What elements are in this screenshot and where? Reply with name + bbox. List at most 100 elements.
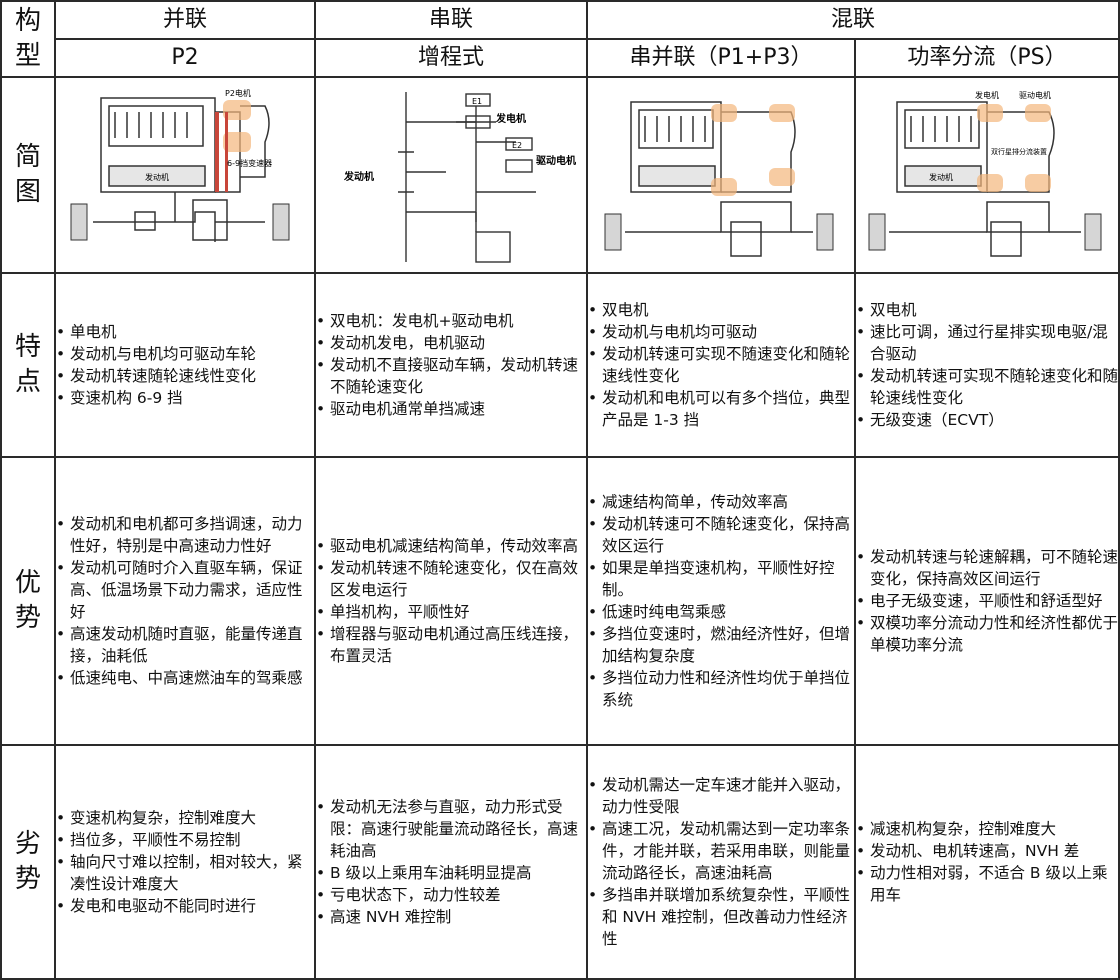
ps-gen-highlight-2 xyxy=(977,174,1003,192)
list-item: 低速时纯电驾乘感 xyxy=(588,601,854,623)
p1p3-wheel-right xyxy=(816,213,834,251)
list-item: 发动机不直接驱动车辆，发动机转速不随轮速变化 xyxy=(316,354,586,398)
list-item: 速比可调，通过行星排实现电驱/混合驱动 xyxy=(856,321,1118,365)
list-item: 增程器与驱动电机通过高压线连接，布置灵活 xyxy=(316,623,586,667)
row-label-disadvantages: 劣 势 xyxy=(0,744,56,980)
disadvantages-p1p3: 发动机需达一定车速才能并入驱动，动力性受限 高速工况，发动机需达到一定功率条件，… xyxy=(586,744,856,980)
advantages-erev: 驱动电机减速结构简单，传动效率高 发动机转速不随轮速变化，仅在高效区发电运行 单… xyxy=(314,456,588,746)
row-label-diagram-1: 简 xyxy=(14,141,41,172)
ps-unit-label: 双行星排分流装置 xyxy=(991,147,1047,156)
list-item: 高速工况，发动机需达到一定功率条件，才能并联，若采用串联，则能量流动路径长，高速… xyxy=(588,818,854,884)
ps-drivetrain-diagram: 发电机 驱动电机 双行星排分流装置 发动机 xyxy=(868,90,1102,257)
header-corner: 构 型 xyxy=(0,0,56,78)
list-item: 发动机转速不随轮速变化，仅在高效区发电运行 xyxy=(316,557,586,601)
row-label-advantages-2: 势 xyxy=(14,603,41,633)
p2-clutch-mark xyxy=(215,112,219,192)
row-label-diagram: 简 图 xyxy=(0,76,56,274)
p2-engine-label: 发动机 xyxy=(145,172,169,182)
list-item: 动力性相对弱，不适合 B 级以上乘用车 xyxy=(856,862,1118,906)
list-item: 发电和电驱动不能同时进行 xyxy=(56,895,314,917)
list-item: 多挡位动力性和经济性均优于单挡位系统 xyxy=(588,667,854,711)
erev-drive-motor-label: 驱动电机 xyxy=(536,154,576,167)
list-item: 驱动电机减速结构简单，传动效率高 xyxy=(316,535,586,557)
list-item: 高速发动机随时直驱，能量传递直接，油耗低 xyxy=(56,623,314,667)
erev-e1-gear xyxy=(465,115,491,129)
ps-wheel-left xyxy=(868,213,886,251)
list-item: 发动机无法参与直驱，动力形式受限：高速行驶能量流动路径长，高速耗油高 xyxy=(316,796,586,862)
p1p3-gen-highlight xyxy=(711,104,737,122)
row-label-disadvantages-1: 劣 xyxy=(14,828,41,859)
erev-engine-label: 发动机 xyxy=(343,170,374,183)
list-item: 变速机构复杂，控制难度大 xyxy=(56,807,314,829)
disadvantages-ps: 减速机构复杂，控制难度大 发动机、电机转速高，NVH 差 动力性相对弱，不适合 … xyxy=(853,744,1120,980)
features-erev: 双电机：发电机+驱动电机 发动机发电，电机驱动 发动机不直接驱动车辆，发动机转速… xyxy=(314,272,588,458)
row-label-disadvantages-2: 势 xyxy=(14,864,41,894)
header-series: 串联 xyxy=(314,0,588,40)
erev-generator-label: 发电机 xyxy=(495,112,526,125)
p1p3-gen-highlight-2 xyxy=(711,178,737,196)
list-item: 单电机 xyxy=(56,321,314,343)
ps-engine-label: 发动机 xyxy=(929,172,953,182)
disadvantages-erev: 发动机无法参与直驱，动力形式受限：高速行驶能量流动路径长，高速耗油高 B 级以上… xyxy=(314,744,588,980)
list-item: 变速机构 6-9 挡 xyxy=(56,387,314,409)
features-p1p3: 双电机 发动机与电机均可驱动 发动机转速可实现不随速变化和随轮速线性变化 发动机… xyxy=(586,272,856,458)
p2-clutch-mark-2 xyxy=(225,112,228,192)
list-item: 多挡串并联增加系统复杂性，平顺性和 NVH 难控制，但改善动力性经济性 xyxy=(588,884,854,950)
list-item: 电子无级变速，平顺性和舒适型好 xyxy=(856,590,1118,612)
row-label-advantages: 优 势 xyxy=(0,456,56,746)
erev-e1-box xyxy=(465,93,491,107)
erev-e1-text: E1 xyxy=(472,97,482,106)
advantages-ps: 发动机转速与轮速解耦，可不随轮速变化，保持高效区间运行 电子无级变速，平顺性和舒… xyxy=(853,456,1120,746)
p1p3-drive-highlight xyxy=(769,104,795,122)
erev-drivetrain-diagram: E1 发电机 E2 驱动电机 发动机 xyxy=(343,92,576,263)
p2-motor-label: P2电机 xyxy=(225,88,251,98)
header-p1p3: 串并联（P1+P3） xyxy=(586,38,856,78)
list-item: B 级以上乘用车油耗明显提高 xyxy=(316,862,586,884)
list-item: 发动机转速随轮速线性变化 xyxy=(56,365,314,387)
diagram-cell-p1p3 xyxy=(586,76,856,274)
list-item: 挡位多，平顺性不易控制 xyxy=(56,829,314,851)
list-item: 发动机、电机转速高，NVH 差 xyxy=(856,840,1118,862)
header-hybrid: 混联 xyxy=(585,0,1120,40)
list-item: 发动机发电，电机驱动 xyxy=(316,332,586,354)
p1p3-drivetrain-diagram xyxy=(604,101,834,257)
list-item: 亏电状态下，动力性较差 xyxy=(316,884,586,906)
ps-gen-label: 发电机 xyxy=(975,90,999,100)
list-item: 减速结构简单，传动效率高 xyxy=(588,491,854,513)
list-item: 轴向尺寸难以控制，相对较大，紧凑性设计难度大 xyxy=(56,851,314,895)
row-label-advantages-1: 优 xyxy=(14,567,41,598)
p1p3-drive-highlight-2 xyxy=(769,168,795,186)
ps-wheel-right xyxy=(1084,213,1102,251)
list-item: 减速机构复杂，控制难度大 xyxy=(856,818,1118,840)
advantages-p1p3: 减速结构简单，传动效率高 发动机转速可不随轮速变化，保持高效区运行 如果是单挡变… xyxy=(586,456,856,746)
disadvantages-p2: 变速机构复杂，控制难度大 挡位多，平顺性不易控制 轴向尺寸难以控制，相对较大，紧… xyxy=(54,744,316,980)
list-item: 高速 NVH 难控制 xyxy=(316,906,586,928)
list-item: 低速纯电、中高速燃油车的驾乘感 xyxy=(56,667,314,689)
list-item: 发动机转速可不随轮速变化，保持高效区运行 xyxy=(588,513,854,557)
erev-e2-box xyxy=(505,137,533,151)
row-label-diagram-2: 图 xyxy=(14,177,41,207)
diagram-cell-ps: 发电机 驱动电机 双行星排分流装置 发动机 xyxy=(853,76,1120,274)
list-item: 双电机 xyxy=(588,299,854,321)
diagram-cell-p2: P2电机 6-9挡变速器 发动机 xyxy=(54,76,316,274)
p2-wheel-right xyxy=(272,203,290,241)
p2-motor-highlight xyxy=(223,100,251,120)
header-corner-2: 型 xyxy=(14,41,41,71)
diagram-cell-erev: E1 发电机 E2 驱动电机 发动机 xyxy=(314,76,588,274)
ps-drive-label: 驱动电机 xyxy=(1019,90,1051,100)
list-item: 发动机和电机可以有多个挡位，典型产品是 1-3 挡 xyxy=(588,387,854,431)
p2-drivetrain-diagram: P2电机 6-9挡变速器 发动机 xyxy=(70,88,290,242)
list-item: 驱动电机通常单挡减速 xyxy=(316,398,586,420)
erev-e2-text: E2 xyxy=(512,141,522,150)
list-item: 发动机与电机均可驱动 xyxy=(588,321,854,343)
ps-drive-highlight-2 xyxy=(1025,174,1051,192)
row-label-features-2: 点 xyxy=(14,367,41,397)
list-item: 双电机：发电机+驱动电机 xyxy=(316,310,586,332)
header-parallel: 并联 xyxy=(54,0,316,40)
erev-diff-box xyxy=(475,231,511,263)
list-item: 无级变速（ECVT） xyxy=(856,409,1118,431)
p2-wheel-left xyxy=(70,203,88,241)
erev-e2-gear xyxy=(505,159,533,173)
advantages-p2: 发动机和电机都可多挡调速，动力性好，特别是中高速动力性好 发动机可随时介入直驱车… xyxy=(54,456,316,746)
